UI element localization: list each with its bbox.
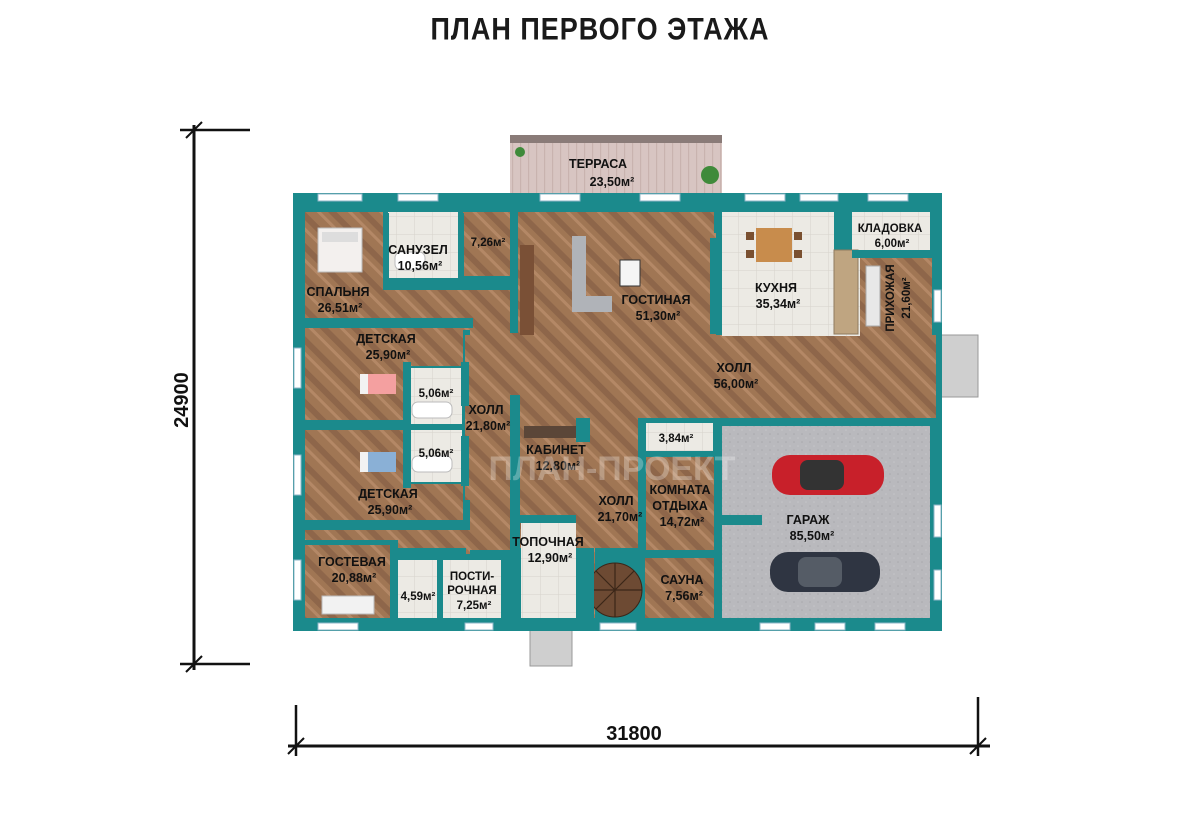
car-icon	[770, 552, 880, 592]
label-entry-name: ПРИХОЖАЯ	[885, 264, 897, 331]
interior-walls	[305, 193, 932, 620]
label-kids1-area: 25,90м²	[366, 348, 411, 362]
label-laundry-name-1: ПОСТИ-	[450, 571, 495, 583]
label-bath2-area: 5,06м²	[419, 448, 454, 460]
label-hall-left-area: 21,80м²	[466, 419, 511, 433]
label-bedroom-area: 26,51м²	[318, 301, 363, 315]
label-laundry-area: 7,25м²	[457, 600, 492, 612]
room-labels: ТЕРРАСА 23,50м² СПАЛЬНЯ 26,51м² САНУЗЕЛ …	[307, 157, 923, 612]
label-hall-mid-area: 21,70м²	[598, 510, 643, 524]
stair-icon	[587, 562, 643, 618]
label-garage-area: 85,50м²	[790, 529, 835, 543]
label-hall-mid-name: ХОЛЛ	[599, 494, 634, 508]
plant-icon	[701, 166, 719, 184]
bed-icon	[360, 452, 396, 472]
rear-steps	[529, 627, 573, 667]
label-bedroom-name: СПАЛЬНЯ	[307, 285, 370, 299]
label-terrace-area: 23,50м²	[590, 175, 635, 189]
label-guest-area: 20,88м²	[332, 571, 377, 585]
dining-table-icon	[746, 228, 802, 262]
label-laundry-name-2: РОЧНАЯ	[447, 585, 496, 597]
label-pantry-area: 6,00м²	[875, 238, 910, 250]
label-office-name: КАБИНЕТ	[526, 443, 586, 457]
label-kids2-area: 25,90м²	[368, 503, 413, 517]
label-wc-small-area: 3,84м²	[659, 433, 694, 445]
dimension-vertical: 24900	[171, 121, 250, 673]
label-living-name: ГОСТИНАЯ	[621, 293, 690, 307]
label-terrace-name: ТЕРРАСА	[569, 157, 627, 171]
label-closet-top-area: 7,26м²	[471, 237, 506, 249]
label-garage-name: ГАРАЖ	[787, 513, 831, 527]
label-hall-left-name: ХОЛЛ	[469, 403, 504, 417]
label-office-area: 12,80м²	[536, 459, 581, 473]
terrace	[510, 135, 722, 195]
label-boiler-name: ТОПОЧНАЯ	[512, 535, 584, 549]
entrance-steps	[937, 334, 979, 398]
label-guest-name: ГОСТЕВАЯ	[318, 555, 386, 569]
label-rest-name-1: КОМНАТА	[649, 483, 710, 497]
windows	[293, 193, 942, 631]
furniture	[317, 227, 884, 615]
dimension-height: 24900	[171, 372, 193, 428]
label-kids1-name: ДЕТСКАЯ	[356, 332, 416, 346]
label-boiler-area: 12,90м²	[528, 551, 573, 565]
car-icon	[772, 455, 884, 495]
label-sauna-area: 7,56м²	[665, 589, 703, 603]
bed-icon	[360, 374, 396, 394]
label-hall-main-name: ХОЛЛ	[717, 361, 752, 375]
label-bath-top-name: САНУЗЕЛ	[388, 243, 448, 257]
label-kids2-name: ДЕТСКАЯ	[358, 487, 418, 501]
label-bath1-area: 5,06м²	[419, 388, 454, 400]
label-sauna-name: САУНА	[660, 573, 703, 587]
label-kitchen-area: 35,34м²	[756, 297, 801, 311]
dimension-width: 31800	[606, 723, 662, 745]
label-living-area: 51,30м²	[636, 309, 681, 323]
label-rest-name-2: ОТДЫХА	[652, 499, 708, 513]
bed-icon	[321, 595, 375, 615]
label-pantry-name: КЛАДОВКА	[858, 223, 923, 235]
label-hall-main-area: 56,00м²	[714, 377, 759, 391]
label-kitchen-name: КУХНЯ	[755, 281, 797, 295]
plant-icon	[515, 147, 525, 157]
bed-icon	[317, 227, 363, 273]
dimension-horizontal: 31800	[287, 697, 990, 756]
label-bath-guest-area: 4,59м²	[401, 591, 436, 603]
page-title: ПЛАН ПЕРВОГО ЭТАЖА	[430, 11, 770, 47]
label-bath-top-area: 10,56м²	[398, 259, 443, 273]
sofa-icon	[572, 236, 641, 312]
label-entry-area: 21,60м²	[901, 277, 913, 318]
watermark-text: ПЛАН-ПРОЕКТ	[489, 450, 736, 488]
label-rest-area: 14,72м²	[660, 515, 705, 529]
